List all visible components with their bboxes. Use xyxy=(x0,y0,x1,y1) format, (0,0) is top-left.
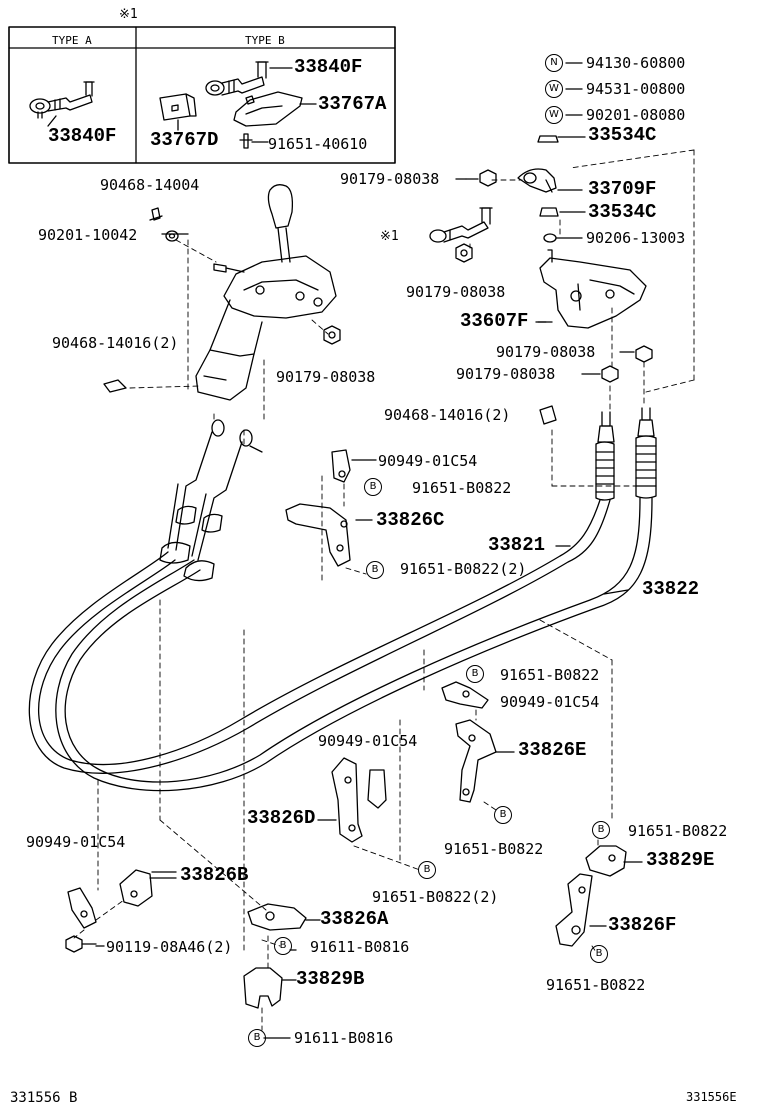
part-90468-14004[interactable]: 90468-14004 xyxy=(100,176,200,194)
part-91651-40610[interactable]: 91651-40610 xyxy=(268,135,368,153)
part-91651-B0822-d[interactable]: 91651-B0822 xyxy=(628,822,728,840)
shift-lever-assembly xyxy=(103,184,341,401)
b-marker-7: B xyxy=(274,937,292,955)
part-33767D-shape xyxy=(159,93,197,131)
bracket-33829B xyxy=(243,967,297,1009)
part-90949-01C54-d[interactable]: 90949-01C54 xyxy=(26,833,126,851)
part-90949-01C54-a[interactable]: 90949-01C54 xyxy=(378,452,478,470)
part-91651-B0822-b[interactable]: 91651-B0822 xyxy=(500,666,600,684)
bracket-33826D xyxy=(331,757,387,843)
part-33767A-shape xyxy=(233,91,317,127)
guide-lines xyxy=(73,149,695,1031)
part-33826C[interactable]: 33826C xyxy=(376,509,445,531)
ref-marker: ※1 xyxy=(380,229,399,244)
b-marker-8: B xyxy=(590,945,608,963)
part-33767D[interactable]: 33767D xyxy=(150,129,219,151)
part-33822[interactable]: 33822 xyxy=(642,578,700,600)
part-90179-08038-d[interactable]: 90179-08038 xyxy=(496,343,596,361)
part-90179-08038-e[interactable]: 90179-08038 xyxy=(456,365,556,383)
part-90468-14016-2-right[interactable]: 90468-14016(2) xyxy=(384,406,511,424)
part-33534C-b[interactable]: 33534C xyxy=(588,201,657,223)
part-91611-B0816-a[interactable]: 91611-B0816 xyxy=(310,938,410,956)
part-33826E[interactable]: 33826E xyxy=(518,739,587,761)
type-a-rod xyxy=(29,81,95,127)
cable-end-33822 xyxy=(635,407,657,499)
part-94130-60800[interactable]: 94130-60800 xyxy=(586,54,686,72)
part-33826D[interactable]: 33826D xyxy=(247,807,316,829)
part-94531-00800[interactable]: 94531-00800 xyxy=(586,80,686,98)
bracket-90949-01C54-mid xyxy=(441,681,489,709)
bracket-33826E xyxy=(455,719,497,803)
bracket-33826B xyxy=(119,869,177,907)
part-90949-01C54-c[interactable]: 90949-01C54 xyxy=(318,732,418,750)
part-90179-08038-c[interactable]: 90179-08038 xyxy=(406,283,506,301)
part-90119-08A46-2[interactable]: 90119-08A46(2) xyxy=(106,938,233,956)
part-33826F[interactable]: 33826F xyxy=(608,914,677,936)
bolt-90119-08A46 xyxy=(65,935,97,953)
part-33840F-b[interactable]: 33840F xyxy=(294,56,363,78)
bracket-33826F xyxy=(555,873,593,947)
leader-lines xyxy=(95,178,643,1039)
part-33767A[interactable]: 33767A xyxy=(318,93,387,115)
part-33829B[interactable]: 33829B xyxy=(296,968,365,990)
part-90201-08080[interactable]: 90201-08080 xyxy=(586,106,686,124)
part-91651-B0822-c[interactable]: 91651-B0822 xyxy=(444,840,544,858)
part-90179-08038-a[interactable]: 90179-08038 xyxy=(276,368,376,386)
bracket-33826C xyxy=(285,503,351,567)
footer-right-code: 331556E xyxy=(686,1090,737,1104)
b-marker-4: B xyxy=(494,806,512,824)
part-33840F-a[interactable]: 33840F xyxy=(48,125,117,147)
linkage-assembly xyxy=(429,62,653,425)
b-marker-5: B xyxy=(592,821,610,839)
part-90206-13003[interactable]: 90206-13003 xyxy=(586,229,686,247)
type-b-label: TYPE B xyxy=(245,34,285,47)
part-91651-B0822-2-b[interactable]: 91651-B0822(2) xyxy=(372,888,499,906)
cable-33822 xyxy=(55,497,653,792)
part-33826A[interactable]: 33826A xyxy=(320,908,389,930)
type-b-rod xyxy=(205,61,293,105)
type-a-label: TYPE A xyxy=(52,34,92,47)
b-marker-6: B xyxy=(418,861,436,879)
bracket-90949-01C54-top xyxy=(331,449,377,483)
part-91651-B0822-2-a[interactable]: 91651-B0822(2) xyxy=(400,560,527,578)
b-marker-3: B xyxy=(466,665,484,683)
part-90949-01C54-b[interactable]: 90949-01C54 xyxy=(500,693,600,711)
part-33826B[interactable]: 33826B xyxy=(180,864,249,886)
inset-marker: ※1 xyxy=(119,7,138,22)
part-33821[interactable]: 33821 xyxy=(488,534,546,556)
bracket-33826A xyxy=(247,903,321,931)
part-90468-14016-2-left[interactable]: 90468-14016(2) xyxy=(52,334,179,352)
inset-box xyxy=(8,26,396,164)
b-marker-2: B xyxy=(366,561,384,579)
w-marker-1: W xyxy=(545,80,563,98)
cable-upper-ends xyxy=(159,419,263,582)
w-marker-2: W xyxy=(545,106,563,124)
footer-left-code: 331556 B xyxy=(10,1090,78,1106)
part-90201-10042[interactable]: 90201-10042 xyxy=(38,226,138,244)
b-marker-1: B xyxy=(364,478,382,496)
bracket-90949-01C54-left xyxy=(67,887,97,929)
part-91611-B0816-b[interactable]: 91611-B0816 xyxy=(294,1029,394,1047)
cable-end-33821 xyxy=(595,411,615,501)
part-91651-B0822-e[interactable]: 91651-B0822 xyxy=(546,976,646,994)
b-marker-9: B xyxy=(248,1029,266,1047)
part-91651-40610-shape xyxy=(239,133,269,149)
part-91651-B0822-a[interactable]: 91651-B0822 xyxy=(412,479,512,497)
part-33709F[interactable]: 33709F xyxy=(588,178,657,200)
bracket-33829E xyxy=(585,845,627,877)
part-33829E[interactable]: 33829E xyxy=(646,849,715,871)
n-marker: N xyxy=(545,54,563,72)
cable-33821 xyxy=(28,499,611,774)
part-33607F[interactable]: 33607F xyxy=(460,310,529,332)
part-33534C-a[interactable]: 33534C xyxy=(588,124,657,146)
part-90179-08038-b[interactable]: 90179-08038 xyxy=(340,170,440,188)
